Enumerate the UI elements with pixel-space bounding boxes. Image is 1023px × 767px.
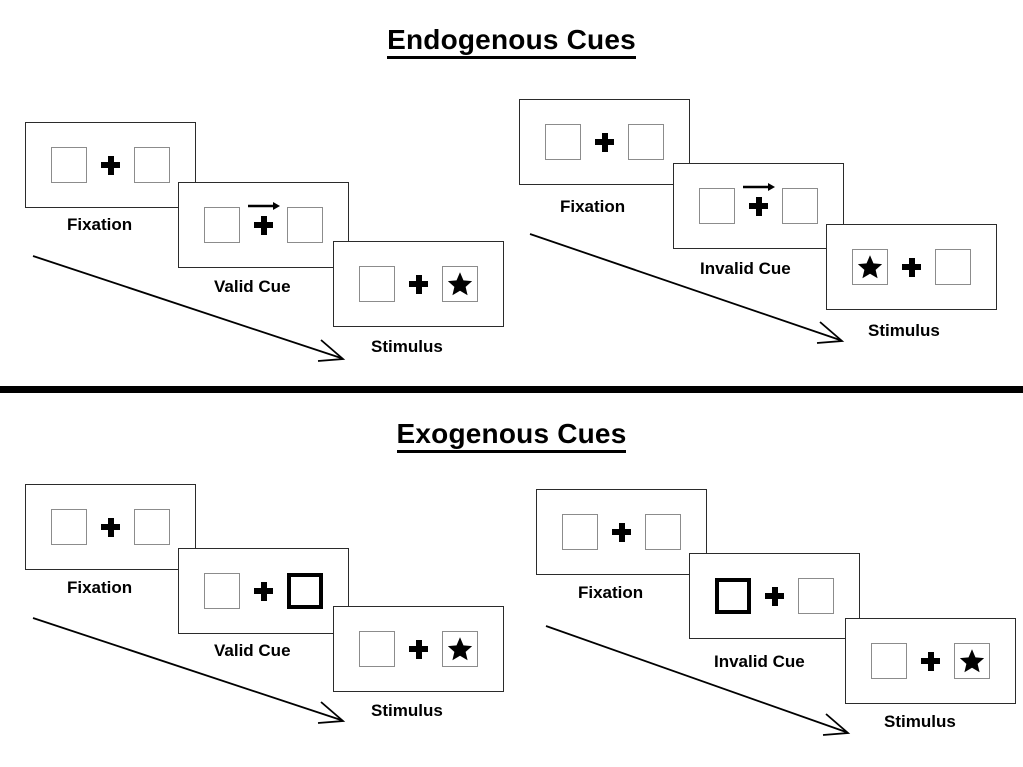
diagonal-arrow-icon xyxy=(32,617,346,724)
section-title-exogenous: Exogenous Cues xyxy=(0,418,1023,453)
caption-exogenous-invalid-stimulus: Stimulus xyxy=(884,712,956,731)
caption-endogenous-valid-stimulus: Stimulus xyxy=(371,337,443,356)
right-arrow-icon xyxy=(742,182,775,191)
right-box xyxy=(442,631,478,667)
plus-cross-icon xyxy=(921,651,940,671)
left-box xyxy=(359,631,395,667)
right-box xyxy=(645,514,681,550)
frame-endogenous-valid-stimulus xyxy=(333,241,504,327)
left-box xyxy=(699,188,735,224)
plus-cross-icon xyxy=(612,522,631,542)
left-box xyxy=(562,514,598,550)
right-box xyxy=(782,188,818,224)
plus-cross-icon xyxy=(595,132,614,152)
frame-exogenous-valid-cue xyxy=(178,548,349,634)
left-box xyxy=(51,147,87,183)
frame-exogenous-invalid-stimulus xyxy=(845,618,1016,704)
caption-endogenous-valid-cue: Valid Cue xyxy=(214,277,291,296)
plus-cross-icon xyxy=(902,257,921,277)
star-icon xyxy=(857,255,883,279)
right-box xyxy=(134,147,170,183)
frame-exogenous-invalid-cue xyxy=(689,553,860,639)
frame-endogenous-valid-fixation xyxy=(25,122,196,208)
frame-exogenous-invalid-fixation xyxy=(536,489,707,575)
plus-cross-icon xyxy=(409,639,428,659)
section-title-exogenous-text: Exogenous Cues xyxy=(396,418,627,453)
caption-exogenous-valid-stimulus: Stimulus xyxy=(371,701,443,720)
frame-endogenous-valid-cue xyxy=(178,182,349,268)
plus-cross-icon xyxy=(247,201,280,235)
frame-endogenous-invalid-fixation xyxy=(519,99,690,185)
frame-endogenous-invalid-stimulus xyxy=(826,224,997,310)
left-box xyxy=(51,509,87,545)
right-arrow-icon xyxy=(247,201,280,210)
caption-endogenous-invalid-stimulus: Stimulus xyxy=(868,321,940,340)
right-box xyxy=(134,509,170,545)
plus-cross-icon xyxy=(409,274,428,294)
caption-endogenous-valid-fixation: Fixation xyxy=(67,215,133,234)
star-icon xyxy=(447,637,473,661)
left-box xyxy=(204,573,240,609)
frame-exogenous-valid-fixation xyxy=(25,484,196,570)
diagonal-arrow-icon xyxy=(529,233,845,344)
left-box xyxy=(545,124,581,160)
diagonal-arrow-icon xyxy=(32,255,346,362)
frame-exogenous-valid-stimulus xyxy=(333,606,504,692)
caption-endogenous-invalid-cue: Invalid Cue xyxy=(700,259,791,278)
star-icon xyxy=(959,649,985,673)
right-box xyxy=(935,249,971,285)
right-box xyxy=(287,207,323,243)
left-box xyxy=(359,266,395,302)
section-title-endogenous: Endogenous Cues xyxy=(0,24,1023,59)
caption-exogenous-invalid-cue: Invalid Cue xyxy=(714,652,805,671)
diagonal-arrow-icon xyxy=(545,625,851,736)
star-icon xyxy=(447,272,473,296)
section-title-endogenous-text: Endogenous Cues xyxy=(387,24,636,59)
plus-cross-icon xyxy=(101,155,120,175)
left-box-cued xyxy=(715,578,751,614)
caption-endogenous-invalid-fixation: Fixation xyxy=(560,197,626,216)
caption-exogenous-invalid-fixation: Fixation xyxy=(578,583,644,602)
right-box-cued xyxy=(287,573,323,609)
plus-cross-icon xyxy=(765,586,784,606)
left-box xyxy=(204,207,240,243)
caption-exogenous-valid-cue: Valid Cue xyxy=(214,641,291,660)
frame-endogenous-invalid-cue xyxy=(673,163,844,249)
plus-cross-icon xyxy=(254,581,273,601)
right-box xyxy=(798,578,834,614)
plus-cross-icon xyxy=(101,517,120,537)
left-box xyxy=(871,643,907,679)
caption-exogenous-valid-fixation: Fixation xyxy=(67,578,133,597)
right-box xyxy=(628,124,664,160)
right-box xyxy=(954,643,990,679)
section-divider xyxy=(0,386,1023,393)
left-box xyxy=(852,249,888,285)
right-box xyxy=(442,266,478,302)
plus-cross-icon xyxy=(742,182,775,216)
